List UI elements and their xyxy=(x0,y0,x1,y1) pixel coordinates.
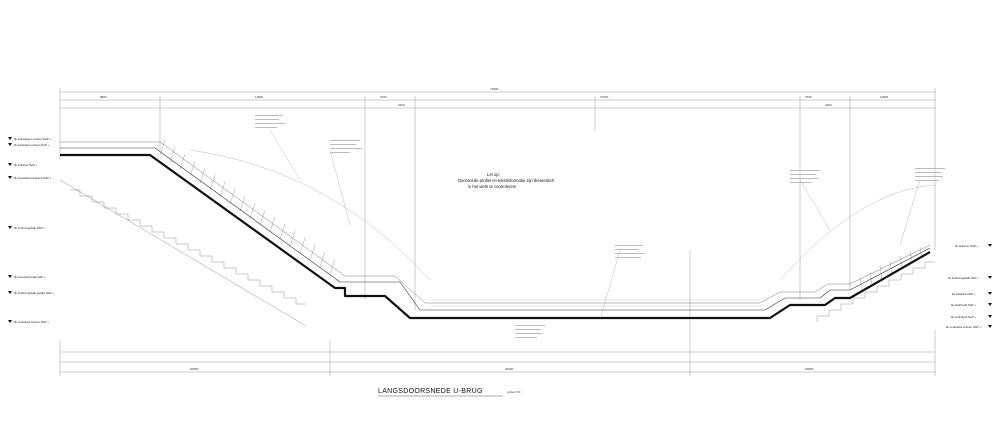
level-marker: bk bovenkant balk NAP + xyxy=(8,275,46,279)
dimension-value: 37000 xyxy=(600,95,609,99)
level-marker: bk kistplank NAP + xyxy=(952,292,992,296)
top-dimension-values: 8800 11800 3700 4200 37000 3700 4200 118… xyxy=(100,95,888,107)
level-label: bk funderingsbalk NAP + xyxy=(14,226,45,230)
right-railing xyxy=(859,246,923,291)
dimension-value: 3700 xyxy=(805,95,812,99)
bridge-deck xyxy=(60,141,931,320)
annotation-blocks xyxy=(255,115,945,338)
level-label: bk dekvloer NAP + xyxy=(14,163,38,167)
level-marker: bk aanlegkop schoen NAP + xyxy=(8,143,50,147)
center-railing xyxy=(430,299,760,307)
dimension-value: 11800 xyxy=(255,95,263,99)
level-label: bk bovenkant balk NAP + xyxy=(14,275,46,279)
level-label: bk funderingsbalk NAP + xyxy=(948,276,979,280)
level-marker: bk dekvloer NAP + xyxy=(8,163,38,167)
dimension-value: 20800 xyxy=(805,367,814,371)
dimension-value: 20800 xyxy=(190,367,199,371)
level-marker: bk onderkant NAP + xyxy=(951,315,992,319)
dimension-value: 8800 xyxy=(100,95,107,99)
level-label: bk onderkant schoen NAP + xyxy=(946,325,981,329)
center-note-line: Let op: xyxy=(487,172,500,177)
level-label: bk landhoofd NAP + xyxy=(951,303,976,307)
level-label: bk onderkant schoen NAP + xyxy=(14,320,49,324)
level-label: bk onderkant NAP + xyxy=(951,315,976,319)
level-label: bk kistplank NAP + xyxy=(952,292,976,296)
center-note: Let op: Doorsnede profiel en tekstinform… xyxy=(458,172,555,189)
level-marker: bk onderkant schoen NAP + xyxy=(946,325,992,329)
dimension-value: 4200 xyxy=(825,103,832,107)
dimension-value: 11800 xyxy=(880,95,888,99)
center-note-line: in het werk te controleren! xyxy=(468,184,516,189)
level-marker: bk onderkant schoen NAP + xyxy=(8,320,49,324)
left-railing xyxy=(159,139,336,275)
bottom-dimension-lines xyxy=(59,250,936,376)
overall-dimension-label: 71800 xyxy=(490,87,499,91)
level-marker: bk bovenkant kistplank NAP + xyxy=(8,176,52,180)
level-marker: bk dekvloer NAP + xyxy=(955,244,992,248)
dimension-value: 30200 xyxy=(505,367,514,371)
level-marker: bk funderingsbalk NAP + xyxy=(8,226,45,230)
level-label: bk bovenkant kistplank NAP + xyxy=(14,176,52,180)
level-marker: bk funderingsbalk NAP + xyxy=(948,276,992,280)
level-label: bk dekvloer NAP + xyxy=(955,244,979,248)
center-note-line: Doorsnede profiel en tekstinformatie zij… xyxy=(458,178,555,183)
drawing-title: LANGSDOORSNEDE U-BRUG xyxy=(378,388,483,395)
left-level-markers: bk trekstangen schoen NAP + bk aanlegkop… xyxy=(8,137,54,324)
right-level-markers: bk dekvloer NAP + bk funderingsbalk NAP … xyxy=(946,244,992,329)
level-marker: bk funderingsbalk (gelijk) NAP + xyxy=(8,291,54,295)
right-foundation-steps xyxy=(816,261,935,322)
profile-arc xyxy=(189,149,431,281)
left-foundation-steps xyxy=(59,179,307,327)
dimension-value: 3700 xyxy=(380,95,387,99)
level-label: bk aanlegkop schoen NAP + xyxy=(14,143,50,147)
level-marker: bk trekstangen schoen NAP + xyxy=(8,137,51,141)
annotation-leaders xyxy=(269,129,921,321)
bottom-dimension-values: 20800 30200 20800 xyxy=(190,367,814,371)
profile-arc-right xyxy=(779,184,936,281)
dimension-value: 4200 xyxy=(398,103,405,107)
drawing-scale: schaal 1:50 xyxy=(507,390,521,394)
level-label: bk funderingsbalk (gelijk) NAP + xyxy=(14,291,54,295)
level-marker: bk landhoofd NAP + xyxy=(951,303,992,307)
level-label: bk trekstangen schoen NAP + xyxy=(14,137,51,141)
top-dimension-lines xyxy=(59,88,936,310)
